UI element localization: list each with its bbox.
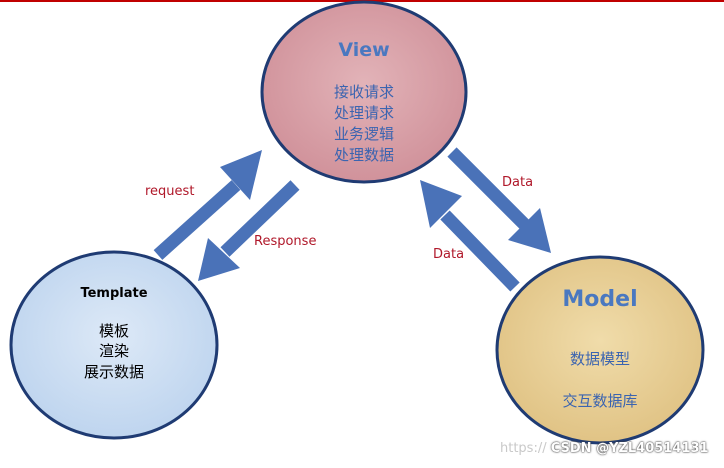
view-line-4: 处理数据 xyxy=(334,146,394,164)
watermark-source: CSDN @YZL40514131 xyxy=(550,441,709,456)
view-circle xyxy=(260,0,468,184)
watermark-faint-url: https:// xyxy=(500,441,547,456)
model-line-2: 交互数据库 xyxy=(562,392,637,410)
data-to-view-arrow-head xyxy=(420,180,462,228)
template-line-1: 模板 xyxy=(99,322,129,340)
request-arrow-head xyxy=(220,150,262,200)
response-arrow-shaft xyxy=(220,180,300,257)
response-arrow-head xyxy=(198,238,240,281)
data-to-model-arrow-shaft xyxy=(447,147,530,230)
template-line-3: 展示数据 xyxy=(84,363,144,381)
view-line-3: 业务逻辑 xyxy=(334,125,394,143)
model-title: Model xyxy=(562,287,637,312)
view-line-1: 接收请求 xyxy=(334,83,394,101)
data-to-view-arrow-shaft xyxy=(440,210,520,292)
request-arrow-shaft xyxy=(153,180,241,260)
watermark: https:// CSDN @YZL40514131 xyxy=(500,441,709,456)
template-line-2: 渲染 xyxy=(99,342,129,360)
template-title: Template xyxy=(80,286,147,301)
data-to-model-label: Data xyxy=(502,175,533,190)
data-to-model-arrow-head xyxy=(508,208,551,253)
request-label: request xyxy=(145,184,194,199)
data-to-view-label: Data xyxy=(433,247,464,262)
template-circle xyxy=(9,250,219,440)
view-title: View xyxy=(338,39,389,61)
model-line-1: 数据模型 xyxy=(570,350,630,368)
view-line-2: 处理请求 xyxy=(334,104,394,122)
model-circle xyxy=(495,255,705,445)
response-label: Response xyxy=(254,234,316,249)
